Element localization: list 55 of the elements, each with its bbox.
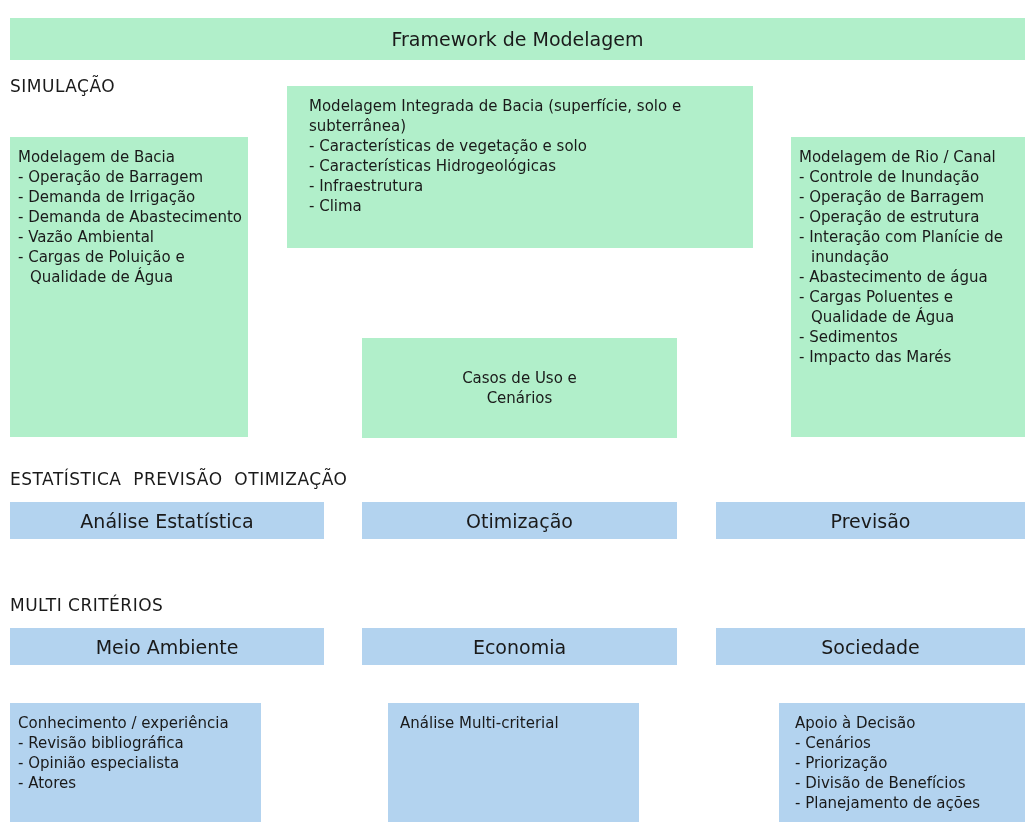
- header-bar: [716, 502, 1025, 539]
- list-item: - Controle de Inundação: [799, 167, 981, 187]
- label-text: Framework de Modelagem: [391, 28, 644, 50]
- header-bar: [10, 18, 1025, 60]
- list-item: - Cargas de Poluição e Qualidade de Água: [18, 247, 186, 287]
- heading-text: Conhecimento / experiência: [18, 713, 230, 733]
- list-item: - Priorização: [795, 753, 889, 773]
- list-item: - Impacto das Marés: [799, 347, 953, 367]
- list-item: - Divisão de Benefícios: [795, 773, 967, 793]
- content-box: [10, 703, 261, 822]
- header-bar: [716, 628, 1025, 665]
- list-item: - Interação com Planície de inundação: [799, 227, 1004, 267]
- list-item: - Clima: [309, 196, 363, 216]
- list-item: - Demanda de Irrigação: [18, 187, 197, 207]
- header-bar: [362, 628, 677, 665]
- heading-text: Apoio à Decisão: [795, 713, 917, 733]
- content-box: [779, 703, 1025, 822]
- header-bar: [10, 628, 324, 665]
- label-text: Meio Ambiente: [95, 635, 239, 658]
- list-item: - Operação de Barragem: [799, 187, 986, 207]
- list-item: - Sedimentos: [799, 327, 899, 347]
- label-text: Sociedade: [821, 635, 920, 658]
- section-heading: MULTI CRITÉRIOS: [10, 595, 164, 615]
- list-item: - Vazão Ambiental: [18, 227, 156, 247]
- list-item: - Abastecimento de água: [799, 267, 989, 287]
- content-box: [362, 338, 677, 438]
- list-item: - Revisão bibliográfica: [18, 733, 185, 753]
- list-item: - Atores: [18, 773, 78, 793]
- list-item: - Infraestrutura: [309, 176, 425, 196]
- header-bar: [10, 502, 324, 539]
- list-item: - Características de vegetação e solo: [309, 136, 588, 156]
- heading-text: Modelagem Integrada de Bacia (superfície, solo e subterrânea): [309, 96, 683, 136]
- label-text: Casos de Uso e Cenários: [461, 368, 578, 408]
- content-box: [388, 703, 639, 822]
- section-heading: SIMULAÇÃO: [10, 76, 116, 96]
- label-text: Análise Estatística: [80, 509, 254, 532]
- heading-text: Modelagem de Bacia: [18, 147, 176, 167]
- list-item: - Cenários: [795, 733, 872, 753]
- label-text: Previsão: [830, 509, 911, 532]
- content-box: [791, 137, 1025, 437]
- list-item: - Demanda de Abastecimento: [18, 207, 243, 227]
- content-box: [287, 86, 753, 248]
- content-box: [10, 137, 248, 437]
- list-item: - Operação de estrutura: [799, 207, 981, 227]
- list-item: - Características Hidrogeológicas: [309, 156, 557, 176]
- list-item: - Cargas Poluentes e Qualidade de Água: [799, 287, 956, 327]
- label-text: Economia: [472, 635, 567, 658]
- heading-text: Modelagem de Rio / Canal: [799, 147, 997, 167]
- section-heading: ESTATÍSTICA PREVISÃO OTIMIZAÇÃO: [10, 469, 348, 489]
- label-text: Otimização: [466, 509, 573, 532]
- list-item: - Opinião especialista: [18, 753, 181, 773]
- list-item: - Operação de Barragem: [18, 167, 205, 187]
- header-bar: [362, 502, 677, 539]
- heading-text: Análise Multi-criterial: [400, 713, 560, 733]
- list-item: - Planejamento de ações: [795, 793, 982, 813]
